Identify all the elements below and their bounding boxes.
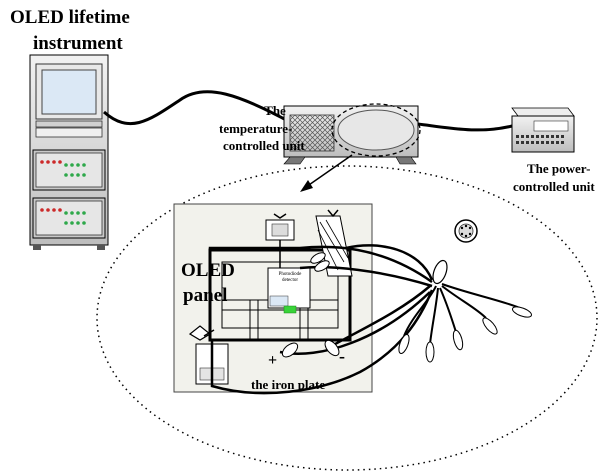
highlight-ellipse (331, 103, 421, 157)
mesh-panel (289, 114, 335, 152)
temperature-controlled-unit (283, 103, 421, 165)
power-controlled-unit (511, 107, 575, 153)
panel-label-1: OLED (181, 260, 235, 281)
instrument-cable (103, 90, 291, 125)
minus-terminal-label: - (339, 346, 345, 366)
zoom-arrow (300, 154, 353, 192)
temp-unit-label-1: The (264, 103, 286, 118)
panel-label-2: panel (183, 285, 228, 306)
oled-pixel (283, 305, 297, 314)
temp-unit-label-3: controlled unit (223, 138, 305, 153)
power-cable (417, 122, 513, 132)
lifetime-instrument-rack (29, 54, 109, 250)
led-indicators-2 (40, 208, 86, 225)
instrument-label: OLED lifetime (10, 7, 130, 28)
photodiode-detector (267, 267, 311, 314)
power-unit-label-1: The power- (527, 161, 591, 176)
probe-clips (281, 252, 340, 358)
detail-ellipse (96, 165, 598, 471)
led-indicators-1 (40, 160, 86, 177)
temp-unit-label-2: temperature- (219, 121, 293, 136)
clip-hub (398, 259, 532, 363)
wires (208, 244, 434, 395)
sensor-label: Photodiode detector (278, 272, 302, 283)
iron-plate-label: the iron plate (251, 377, 326, 392)
top-clamp (265, 213, 295, 268)
round-connector (454, 219, 478, 243)
monitor-screen (41, 69, 97, 115)
power-unit-label-2: controlled unit (513, 179, 595, 194)
plus-terminal-label: + (268, 352, 278, 369)
instrument-label-2: instrument (33, 33, 123, 54)
